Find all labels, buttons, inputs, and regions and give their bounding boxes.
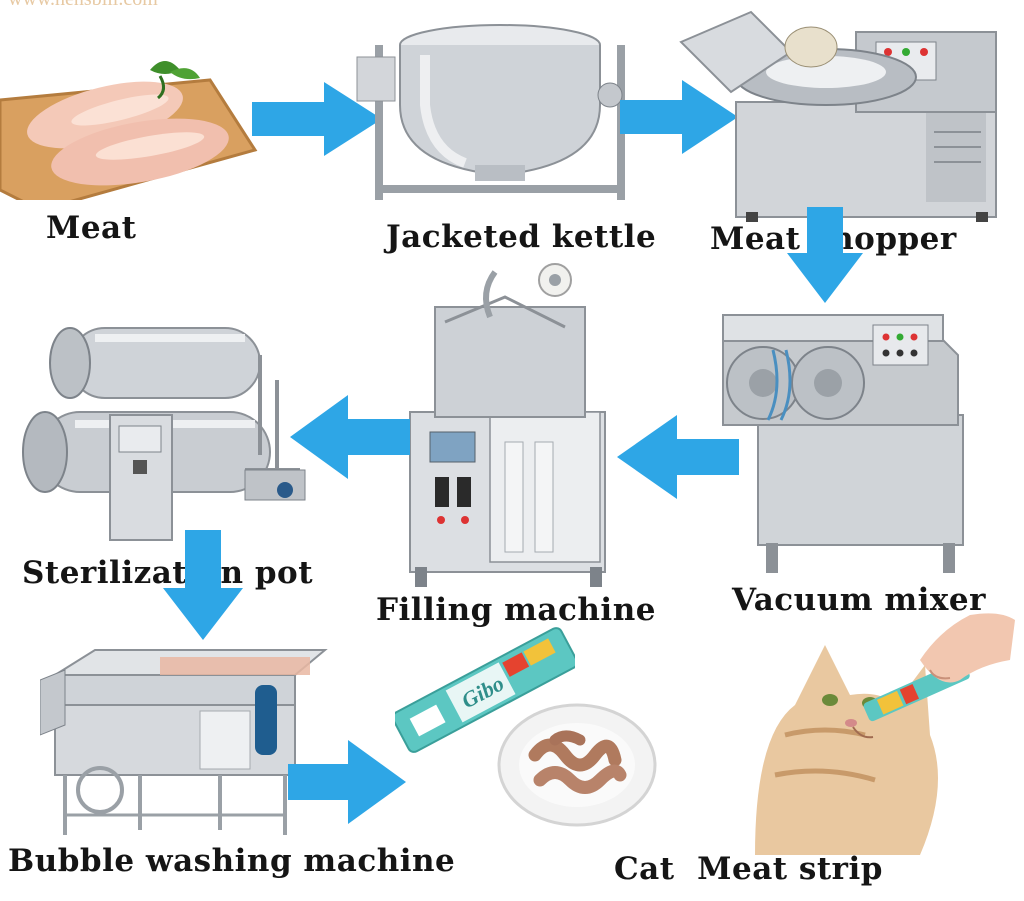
flow-arrow-left — [617, 415, 739, 499]
vacuum-mixer-image — [718, 295, 973, 580]
flow-arrow-right — [288, 740, 406, 824]
watermark: www.hensbill.com — [8, 0, 158, 11]
meat-chopper-image — [676, 2, 1022, 227]
meat-image — [0, 40, 260, 200]
flow-arrow-right — [620, 80, 738, 154]
bubble-washing-machine-image — [40, 625, 340, 845]
step-label-cat-strip: Cat Meat strip — [614, 851, 883, 887]
step-label-filling: Filling machine — [376, 592, 656, 628]
step-label-sterilization: Sterilization pot — [22, 555, 314, 591]
step-label-meat: Meat — [46, 210, 137, 246]
flow-arrow-left — [290, 395, 410, 479]
meat-strip-package-image: Gibo — [395, 610, 575, 770]
flow-arrow-down — [163, 530, 243, 640]
step-label-mixer: Vacuum mixer — [732, 582, 986, 618]
flow-arrow-right — [252, 82, 382, 156]
plate-meat-strip-image — [495, 700, 660, 830]
sterilization-pot-image — [15, 320, 315, 550]
filling-machine-image — [405, 262, 615, 592]
step-label-washing: Bubble washing machine — [8, 843, 456, 879]
jacketed-kettle-image — [355, 5, 645, 210]
step-label-kettle: Jacketed kettle — [386, 219, 657, 255]
cat-image — [745, 605, 1015, 855]
flow-arrow-down — [787, 207, 863, 303]
